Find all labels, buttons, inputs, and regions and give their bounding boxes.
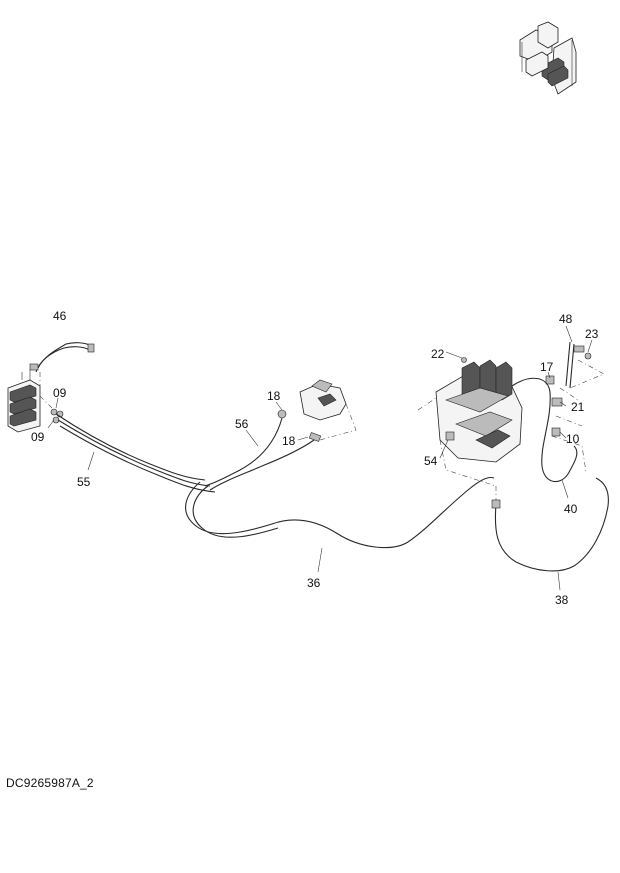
label-46: 46 bbox=[53, 309, 67, 323]
label-21: 21 bbox=[571, 400, 585, 414]
locator-thumbnail bbox=[519, 21, 577, 95]
label-18-lower: 18 bbox=[282, 434, 296, 448]
label-56: 56 bbox=[235, 417, 249, 431]
label-40: 40 bbox=[564, 502, 578, 516]
label-10: 10 bbox=[566, 432, 580, 446]
hose-bundle-55 bbox=[55, 413, 216, 493]
label-17: 17 bbox=[540, 360, 554, 374]
label-22: 22 bbox=[431, 347, 445, 361]
label-48: 48 bbox=[559, 312, 573, 326]
label-55: 55 bbox=[77, 475, 91, 489]
label-09-upper: 09 bbox=[53, 386, 67, 400]
label-38: 38 bbox=[555, 593, 569, 607]
label-54: 54 bbox=[424, 454, 438, 468]
main-control-valve bbox=[417, 351, 523, 500]
fittings-09 bbox=[47, 397, 64, 429]
label-36: 36 bbox=[307, 576, 321, 590]
document-code: DC9265987A_2 bbox=[6, 776, 94, 790]
left-valve-block bbox=[7, 370, 53, 433]
hose-40 bbox=[511, 377, 578, 499]
hose-36 bbox=[185, 476, 495, 573]
harness-46 bbox=[29, 342, 95, 373]
pilot-valve-18 bbox=[275, 379, 357, 442]
right-fittings bbox=[545, 325, 605, 473]
label-18-upper: 18 bbox=[267, 389, 281, 403]
label-23: 23 bbox=[585, 327, 599, 341]
hose-38 bbox=[491, 477, 609, 591]
hose-56 bbox=[204, 417, 315, 491]
label-09-lower: 09 bbox=[31, 430, 45, 444]
